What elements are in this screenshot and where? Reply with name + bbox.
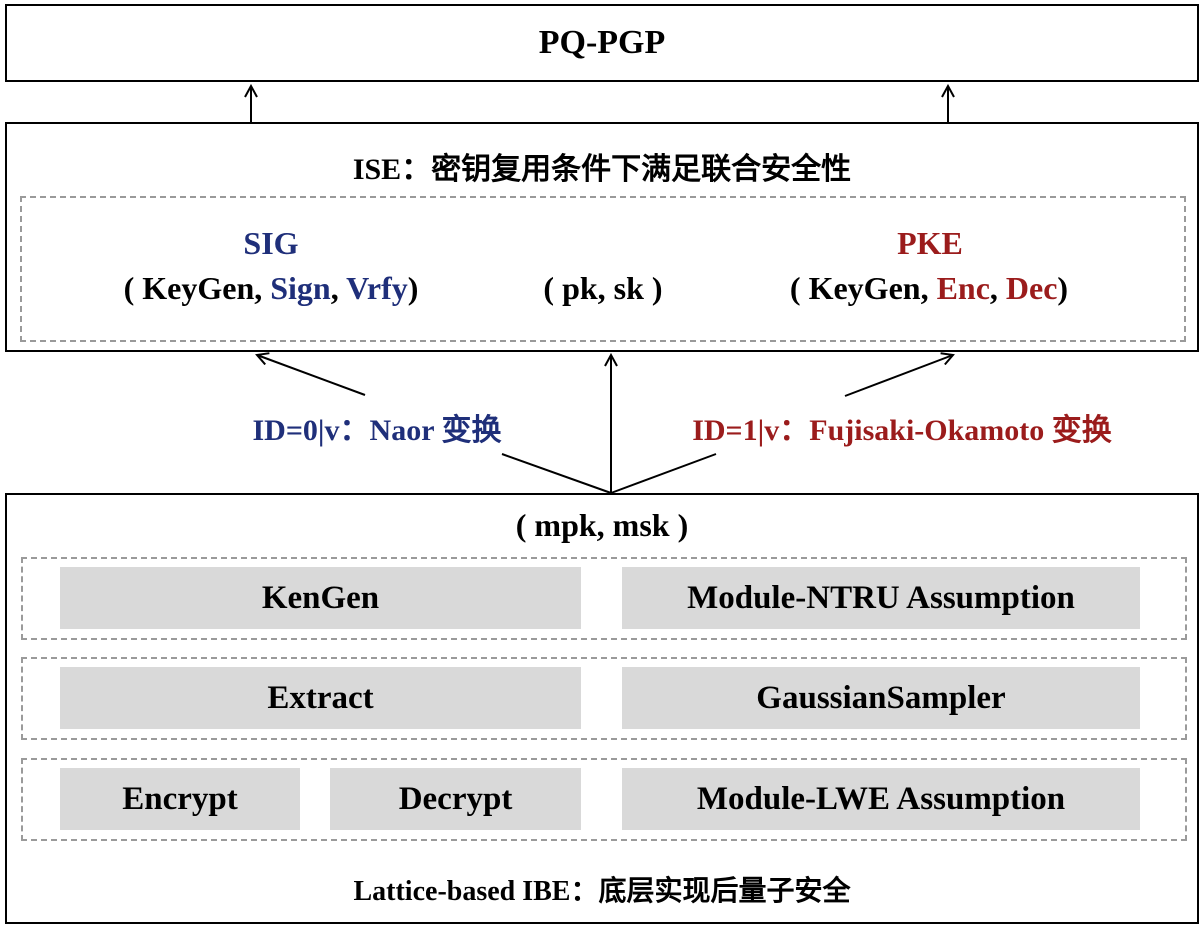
pke-enc: Enc: [936, 270, 990, 306]
fo-transform-label: ID=1|v：Fujisaki-Okamoto 变换: [676, 405, 1128, 449]
sig-sign: Sign: [270, 270, 331, 306]
pke-title: PKE: [897, 225, 963, 261]
ibe-footer-prefix: Lattice-based IBE: [353, 876, 571, 907]
ibe-row-2: [21, 657, 1187, 740]
ibe-footer-colon: ：: [570, 874, 599, 907]
module-lwe-block: Module-LWE Assumption: [622, 768, 1140, 830]
pq-pgp-box: PQ-PGP: [5, 4, 1199, 82]
ise-box: ISE：密钥复用条件下满足联合安全性: [5, 122, 1199, 352]
fo-suffix: 变换: [1051, 413, 1112, 448]
ibe-row-3: [21, 758, 1187, 841]
pke-dec: Dec: [1005, 270, 1058, 306]
sig-comma: ,: [330, 270, 347, 306]
ise-prefix: ISE: [352, 153, 402, 186]
encrypt-block: Encrypt: [60, 768, 300, 830]
pke-comma: ,: [989, 270, 1006, 306]
arrow-left-upper: [257, 355, 366, 396]
ise-colon: ：: [401, 152, 432, 187]
ibe-master-keys: ( mpk, msk ): [515, 507, 689, 543]
kengen-block: KenGen: [60, 567, 581, 629]
sig-vrfy: Vrfy: [346, 270, 408, 306]
naor-id: ID=0|v: [252, 414, 340, 447]
ibe-row-1: [21, 557, 1187, 640]
fo-id: ID=1|v: [692, 414, 780, 447]
naor-suffix: 变换: [441, 413, 502, 448]
ise-key-pair: ( pk, sk ): [543, 270, 663, 306]
sig-close: ): [407, 270, 419, 306]
ise-heading: ISE：密钥复用条件下满足联合安全性: [7, 144, 1197, 188]
arrow-right-upper: [844, 355, 953, 397]
ibe-footer: Lattice-based IBE：底层实现后量子安全: [7, 869, 1197, 909]
pq-pgp-title: PQ-PGP: [538, 24, 666, 61]
arrow-left-lower: [501, 453, 612, 494]
ibe-footer-description: 底层实现后量子安全: [598, 874, 851, 907]
naor-colon: ：: [339, 413, 370, 448]
naor-name: Naor: [369, 414, 442, 447]
naor-transform-label: ID=0|v：Naor 变换: [236, 405, 518, 449]
pke-close: ): [1057, 270, 1069, 306]
sig-algorithms: ( KeyGen, Sign, Vrfy): [100, 270, 442, 307]
fo-name: Fujisaki-Okamoto: [809, 414, 1052, 447]
ise-inner-dashed-box: [20, 196, 1186, 342]
module-ntru-block: Module-NTRU Assumption: [622, 567, 1140, 629]
sig-title: SIG: [243, 225, 299, 261]
ise-description: 密钥复用条件下满足联合安全性: [431, 152, 852, 187]
pke-keygen: ( KeyGen,: [789, 270, 937, 306]
arrow-right-lower: [610, 453, 717, 494]
fo-colon: ：: [779, 413, 810, 448]
extract-block: Extract: [60, 667, 581, 729]
gaussian-sampler-block: GaussianSampler: [622, 667, 1140, 729]
pke-algorithms: ( KeyGen, Enc, Dec): [758, 270, 1100, 307]
sig-keygen: ( KeyGen,: [123, 270, 271, 306]
decrypt-block: Decrypt: [330, 768, 581, 830]
